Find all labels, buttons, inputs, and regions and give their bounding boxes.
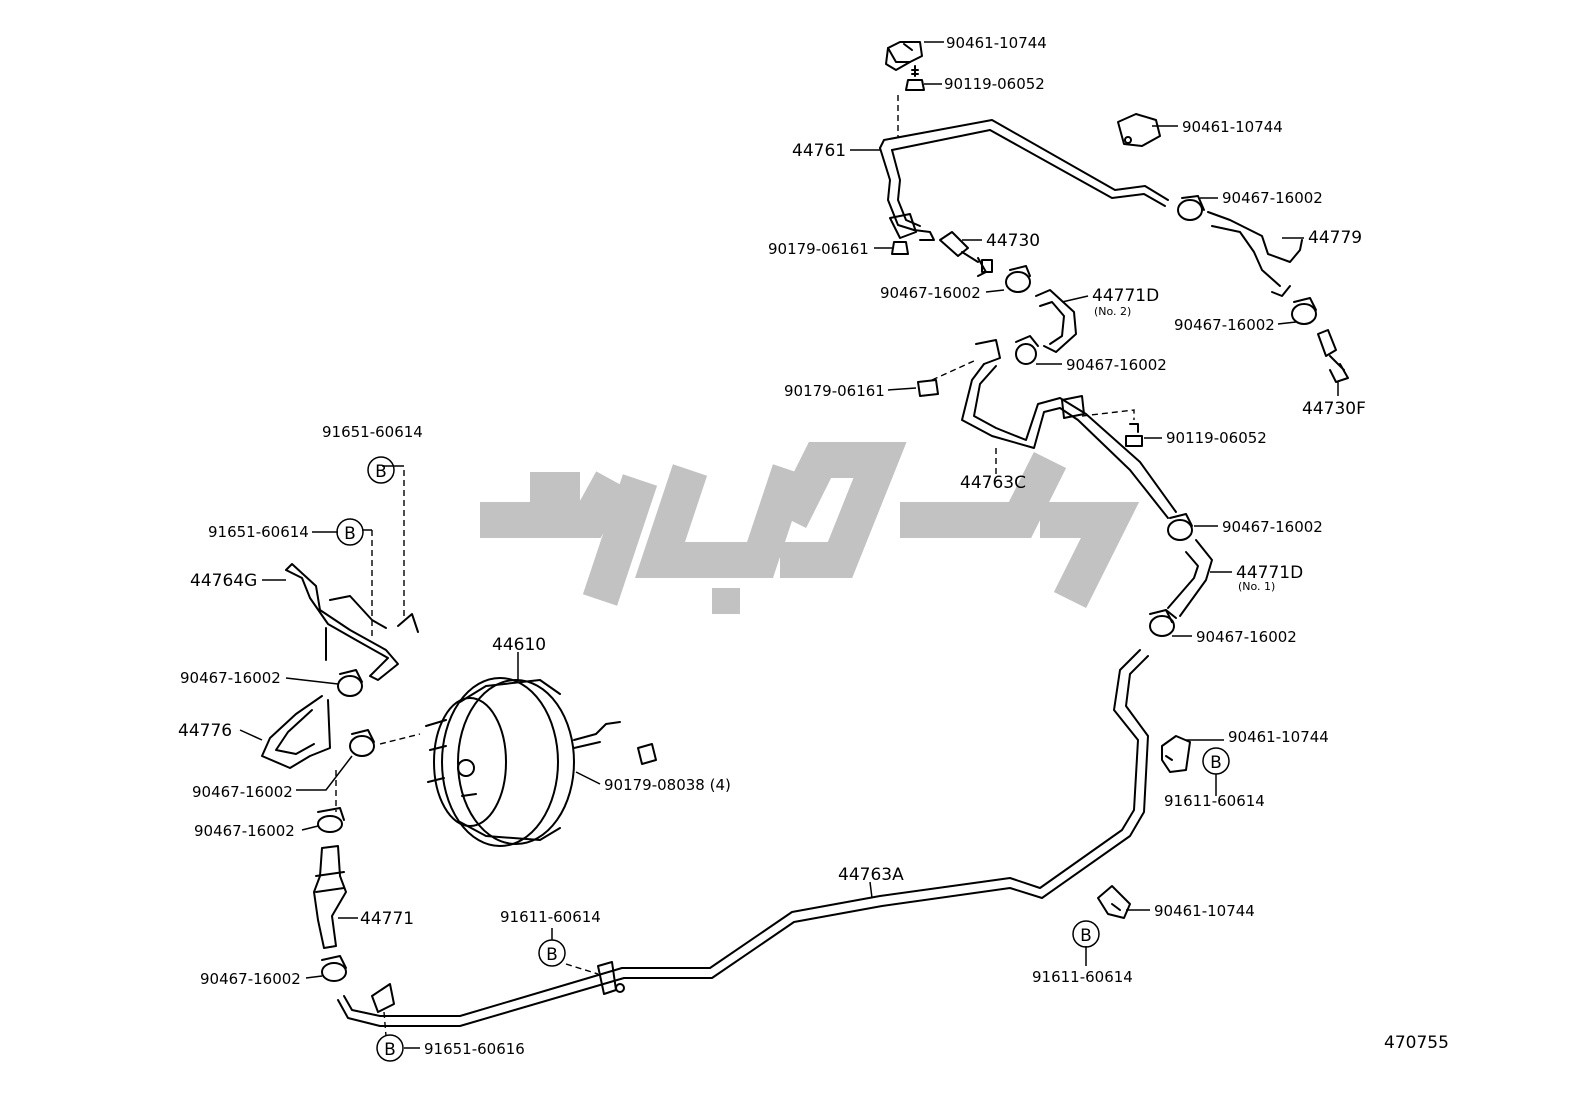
pipe-44764g [285,563,419,681]
label-90119-06052-b: 90119-06052 [1166,429,1267,447]
label-91611-60614-a: 91611-60614 [1164,792,1265,810]
label-44779: 44779 [1308,228,1362,248]
hose-44771d-no1 [1165,539,1213,619]
clamp-i [317,807,345,833]
label-90467-16002-f: 90467-16002 [1196,628,1297,646]
callout-b-5: B [1072,920,1100,948]
label-44730: 44730 [986,231,1040,251]
leader-dash [379,733,421,745]
svg-text:B: B [546,945,558,965]
hose-44771d-no2 [1035,289,1077,353]
label-44730f: 44730F [1302,399,1366,419]
label-91611-60614-b: 91611-60614 [500,908,601,926]
svg-text:B: B [1210,753,1222,773]
figure-number: 470755 [1384,1033,1449,1053]
label-90461-10744-d: 90461-10744 [1154,902,1255,920]
label-90119-06052-a: 90119-06052 [944,75,1045,93]
label-44771: 44771 [360,909,414,929]
callout-b-6: B [376,1034,404,1062]
clip-90461-c [1161,735,1191,773]
clamp-j [321,955,347,982]
bracket-90179-top [889,213,917,255]
label-90467-16002-h: 90467-16002 [192,783,293,801]
nut-90179-c [637,743,657,765]
label-44771d-no2: 44771D [1092,286,1159,306]
label-90467-16002-j: 90467-16002 [200,970,301,988]
clamp-d [1291,297,1317,325]
check-valve-44730 [939,231,993,277]
pipe-44763c [961,339,1177,519]
label-90467-16002-e: 90467-16002 [1222,518,1323,536]
label-90467-16002-i: 90467-16002 [194,822,295,840]
hose-44771 [313,845,347,949]
label-44776: 44776 [178,721,232,741]
label-90467-16002-c: 90467-16002 [1066,356,1167,374]
bracket-44763a-mid [597,961,625,995]
clamp-h [349,729,375,757]
bolt-top [905,65,925,91]
svg-text:B: B [344,524,356,544]
label-44763a: 44763A [838,865,904,885]
clamp-a [1177,195,1205,221]
bracket-90119-b [1061,395,1143,447]
clamp-c [1015,335,1039,365]
label-44771d-no1: 44771D [1236,563,1303,583]
watermark-logo [480,442,1140,614]
label-90467-16002-b: 90467-16002 [880,284,981,302]
clip-top [885,41,923,71]
hose-44779 [1207,211,1303,297]
nut-90179-b [917,379,939,397]
callout-b-3: B [1202,747,1230,775]
label-no2: (No. 2) [1094,305,1131,318]
check-valve-44730f [1317,329,1349,383]
label-44763c: 44763C [960,473,1026,493]
callout-b-1: B [367,456,395,484]
leader-lines [239,41,1339,1049]
label-91651-60616: 91651-60616 [424,1040,525,1058]
label-90461-10744-c: 90461-10744 [1228,728,1329,746]
clip-90461-d [1097,885,1131,919]
label-91651-60614-a: 91651-60614 [322,423,423,441]
label-44761: 44761 [792,141,846,161]
label-90461-10744-b: 90461-10744 [1182,118,1283,136]
hose-44776 [261,695,331,769]
label-44610: 44610 [492,635,546,655]
bracket-44763a-left [371,983,395,1013]
leader-dash [931,359,977,381]
clip-90461-b [1117,113,1161,147]
label-90467-16002-a: 90467-16002 [1222,189,1323,207]
svg-text:B: B [1080,926,1092,946]
label-90179-06161-b: 90179-06161 [784,382,885,400]
label-91651-60614-b: 91651-60614 [208,523,309,541]
clamp-f [1149,609,1175,637]
callout-b-2: B [336,518,364,546]
clamp-e [1167,513,1193,541]
label-90179-08038: 90179-08038 (4) [604,776,731,794]
clamp-b [1005,265,1031,293]
svg-text:B: B [375,462,387,482]
brake-booster-44610 [425,677,621,847]
pipe-44761 [879,119,1169,241]
label-44764g: 44764G [190,571,257,591]
label-no1: (No. 1) [1238,580,1275,593]
label-90467-16002-g: 90467-16002 [180,669,281,687]
label-91611-60614-c: 91611-60614 [1032,968,1133,986]
callout-b-4: B [538,939,566,967]
pipe-44763a [337,649,1149,1027]
svg-text:B: B [384,1040,396,1060]
label-90179-06161-a: 90179-06161 [768,240,869,258]
label-90467-16002-d: 90467-16002 [1174,316,1275,334]
label-90461-10744-a: 90461-10744 [946,34,1047,52]
part-labels: 90461-10744 90119-06052 44761 90461-1074… [178,34,1449,1058]
clamp-g [337,669,363,697]
